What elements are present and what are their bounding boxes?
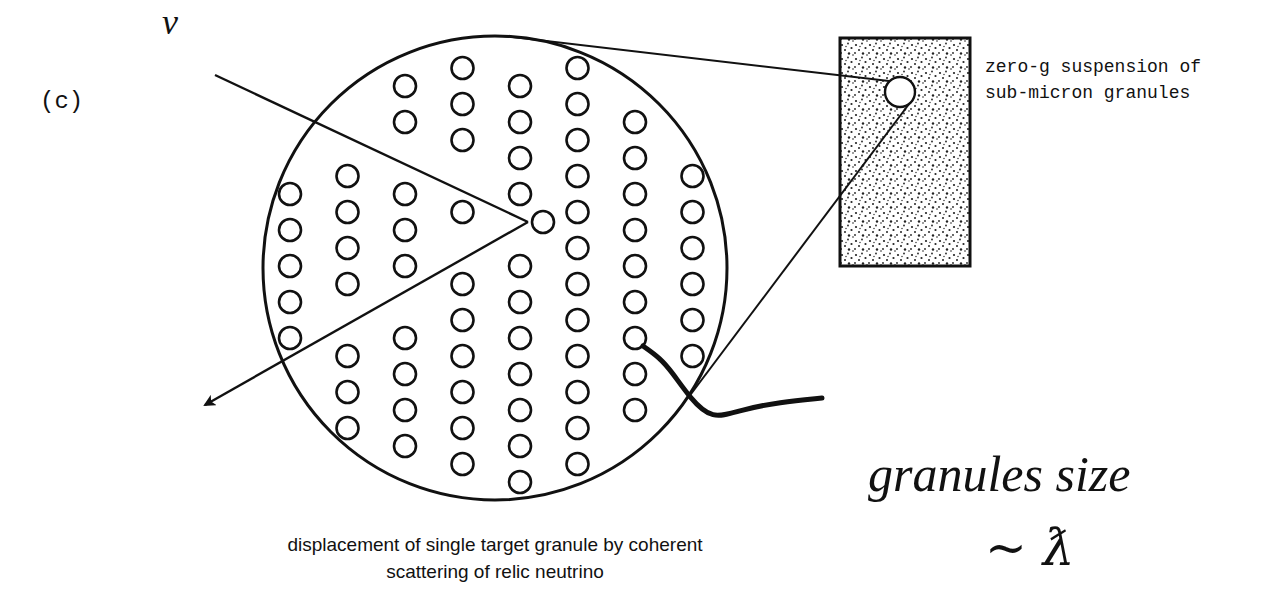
granule: [509, 75, 531, 97]
granule: [567, 453, 589, 475]
granule: [279, 183, 301, 205]
magnified-granule: [885, 77, 915, 107]
granule: [452, 93, 474, 115]
neutrino-symbol: ν: [162, 2, 178, 43]
granule: [452, 57, 474, 79]
granule: [337, 417, 359, 439]
granule: [624, 399, 646, 421]
granule: [394, 255, 416, 277]
granule: [394, 399, 416, 421]
granule: [279, 291, 301, 313]
handwritten-note: granules size: [868, 446, 1131, 504]
granule: [394, 183, 416, 205]
suspension-box: [840, 38, 970, 266]
granule: [394, 327, 416, 349]
granule: [509, 363, 531, 385]
granule: [682, 309, 704, 331]
granule: [394, 111, 416, 133]
granule: [682, 237, 704, 259]
granule: [509, 471, 531, 493]
leader-line: [643, 346, 822, 415]
granule: [567, 57, 589, 79]
granule: [567, 417, 589, 439]
granule: [509, 399, 531, 421]
granule: [624, 291, 646, 313]
granule: [624, 219, 646, 241]
neutrino-path-in: [215, 75, 528, 222]
granule: [567, 273, 589, 295]
node-label: zero-g suspension of sub-micron granules: [985, 54, 1225, 106]
granule: [532, 211, 554, 233]
suspension-node: zero-g suspension of sub-micron granules: [838, 36, 972, 268]
figure-caption: displacement of single target granule by…: [265, 532, 725, 585]
granule: [624, 363, 646, 385]
granule: [452, 381, 474, 403]
zoom-line: [688, 104, 909, 398]
target-circle: [263, 36, 727, 500]
granule: [509, 183, 531, 205]
granule: [394, 363, 416, 385]
granule-lattice: [279, 57, 704, 493]
granule: [509, 291, 531, 313]
granule: [452, 453, 474, 475]
granule: [567, 129, 589, 151]
granule: [682, 345, 704, 367]
granule: [509, 255, 531, 277]
granule: [337, 165, 359, 187]
granule: [624, 255, 646, 277]
granule: [567, 309, 589, 331]
granule: [337, 201, 359, 223]
granule: [509, 111, 531, 133]
granule: [682, 273, 704, 295]
granule: [279, 327, 301, 349]
granule: [567, 93, 589, 115]
granule: [279, 219, 301, 241]
granule: [567, 165, 589, 187]
granule: [337, 345, 359, 367]
handwritten-note: ~ ƛ: [985, 520, 1074, 578]
granule: [337, 237, 359, 259]
granule: [394, 75, 416, 97]
granule: [337, 273, 359, 295]
granule: [452, 129, 474, 151]
granule: [452, 273, 474, 295]
granule: [452, 417, 474, 439]
granule: [509, 327, 531, 349]
granule: [509, 435, 531, 457]
granule: [682, 165, 704, 187]
granule: [509, 147, 531, 169]
granule: [682, 201, 704, 223]
granule: [394, 435, 416, 457]
granule: [624, 147, 646, 169]
granule: [452, 309, 474, 331]
granule: [279, 255, 301, 277]
granule: [394, 219, 416, 241]
granule: [452, 345, 474, 367]
zoom-line: [503, 36, 889, 81]
granule: [337, 381, 359, 403]
granule: [567, 237, 589, 259]
granule: [624, 183, 646, 205]
panel-letter: (c): [40, 88, 83, 116]
neutrino-path-out: [205, 222, 528, 405]
granule: [567, 381, 589, 403]
granule: [452, 201, 474, 223]
granule: [567, 345, 589, 367]
granule: [567, 201, 589, 223]
granule: [624, 111, 646, 133]
